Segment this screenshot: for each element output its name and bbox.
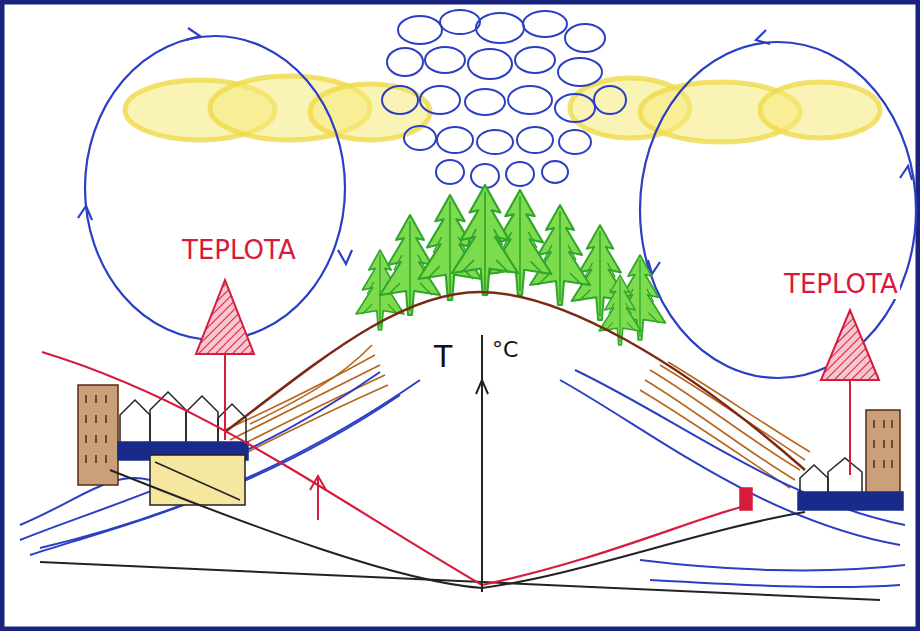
- ground-line: [40, 562, 880, 600]
- cloud: [382, 10, 626, 188]
- right-town: [740, 410, 903, 510]
- left-town: [78, 385, 248, 505]
- axis: [476, 335, 488, 592]
- label-anchor: TEPLOTA: [180, 236, 298, 265]
- mountain-outline: [225, 292, 805, 470]
- label-anchor: TEPLOTA: [782, 270, 900, 299]
- axis-label: T: [432, 340, 454, 373]
- forest: [356, 185, 666, 345]
- haze-band: [125, 76, 880, 142]
- heat-arrow: [196, 280, 879, 475]
- temperature-label: TEPLOTA: [782, 270, 900, 299]
- temperature-arrow: [310, 476, 326, 520]
- cold-air-lines: [20, 370, 905, 587]
- label-anchor: T: [432, 340, 454, 373]
- temperature-label: TEPLOTA: [180, 236, 298, 265]
- temperature-curve: [42, 352, 745, 585]
- axis-label: °C: [490, 338, 520, 362]
- circulation-loop: [78, 28, 916, 378]
- label-anchor: °C: [490, 338, 520, 362]
